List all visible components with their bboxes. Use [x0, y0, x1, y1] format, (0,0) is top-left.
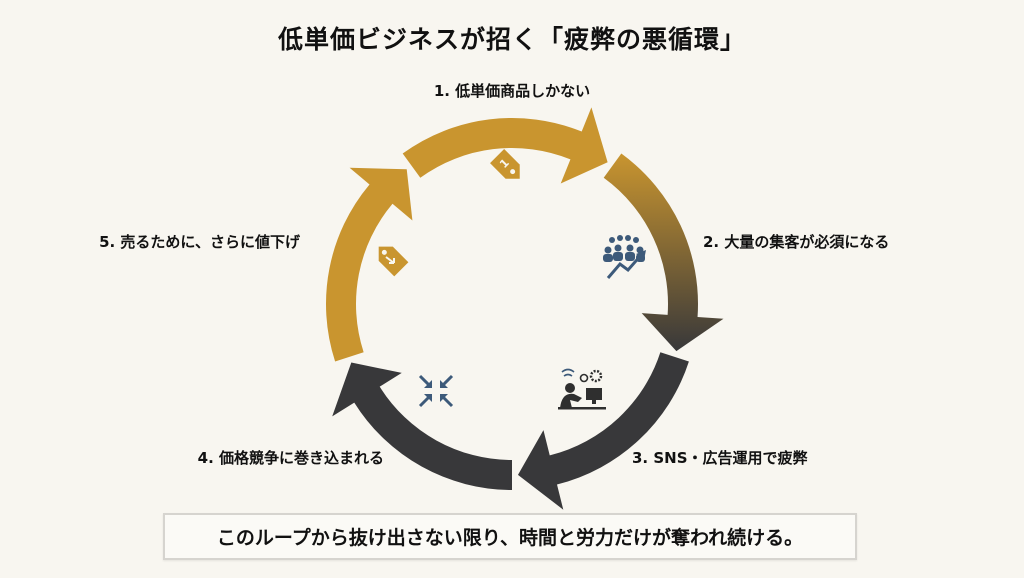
step-3-label: 3. SNS・広告運用で疲弊 [632, 449, 808, 467]
step-5-label: 5. 売るために、さらに値下げ [99, 233, 300, 251]
step-4-label: 4. 価格競争に巻き込まれる [197, 449, 384, 467]
cycle-arrow-3 [517, 352, 689, 510]
compress-arrows-icon [418, 374, 454, 408]
price-down-tag-icon [378, 246, 409, 277]
exhausted-worker-icon [558, 368, 606, 410]
crowd-growth-icon [603, 235, 646, 279]
cycle-arrow-5 [326, 167, 413, 362]
conclusion-text: このループから抜け出さない限り、時間と労力だけが奪われ続ける。 [216, 527, 804, 549]
cycle-arrow-4 [332, 362, 512, 490]
conclusion-box: このループから抜け出さない限り、時間と労力だけが奪われ続ける。 [163, 513, 857, 560]
page-title: 低単価ビジネスが招く「疲弊の悪循環」 [277, 25, 746, 54]
step-2-label: 2. 大量の集客が必須になる [703, 233, 890, 251]
step-1-label: 1. 低単価商品しかない [433, 82, 591, 100]
cycle-arrow-2 [603, 153, 724, 352]
cycle-arrow-1 [402, 107, 608, 184]
price-tag-icon: 1 [490, 149, 520, 179]
